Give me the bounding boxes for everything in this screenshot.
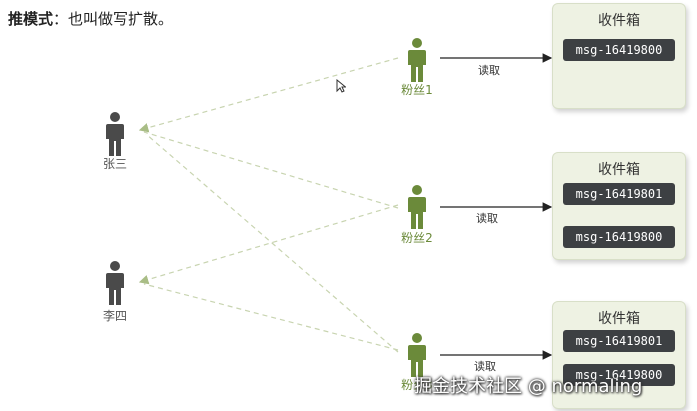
dash-fan3-to-lisi — [143, 283, 399, 351]
author-zhangsan-icon — [103, 111, 127, 157]
heading-rest: ：也叫做写扩散。 — [53, 10, 174, 28]
heading-bold: 推模式 — [8, 10, 54, 28]
inbox-1-message-1: msg-16419800 — [563, 39, 675, 61]
read-label-1: 读取 — [478, 64, 500, 77]
inbox-3-message-2: msg-16419800 — [563, 364, 675, 386]
dash-fan1-to-zhangsan — [138, 57, 399, 133]
inbox-1-title: 收件箱 — [598, 13, 640, 29]
dash-fan2-to-lisi — [138, 204, 399, 285]
author-lisi-icon — [103, 260, 127, 306]
inbox-2-title: 收件箱 — [598, 162, 640, 178]
inbox-3-title: 收件箱 — [598, 311, 640, 327]
inbox-2: 收件箱 msg-16419801 msg-16419800 — [552, 152, 686, 260]
watermark: 掘金技术社区 @ normaling — [414, 376, 643, 397]
inbox-3: 收件箱 msg-16419801 msg-16419800 — [552, 301, 686, 409]
author-lisi-label: 李四 — [102, 309, 127, 323]
dash-fan3-to-zhangsan — [145, 133, 399, 353]
fan3-label: 粉丝3 — [401, 378, 433, 392]
fan3-icon — [405, 332, 429, 378]
read-label-3: 读取 — [474, 360, 496, 373]
dash-fan2-to-zhangsan — [143, 131, 399, 209]
read-label-2: 读取 — [476, 212, 498, 225]
fan2-icon — [405, 184, 429, 230]
author-zhangsan-label: 张三 — [102, 157, 127, 171]
fan2-label: 粉丝2 — [401, 231, 433, 245]
fan1-label: 粉丝1 — [401, 83, 433, 97]
inbox-2-message-2: msg-16419800 — [563, 226, 675, 248]
inbox-3-message-1: msg-16419801 — [563, 330, 675, 352]
inbox-2-message-1: msg-16419801 — [563, 183, 675, 205]
mouse-cursor-icon — [336, 78, 347, 97]
inbox-1: 收件箱 msg-16419800 — [552, 3, 686, 109]
page-heading: 推模式：也叫做写扩散。 — [8, 8, 173, 29]
fan1-icon — [405, 37, 429, 83]
